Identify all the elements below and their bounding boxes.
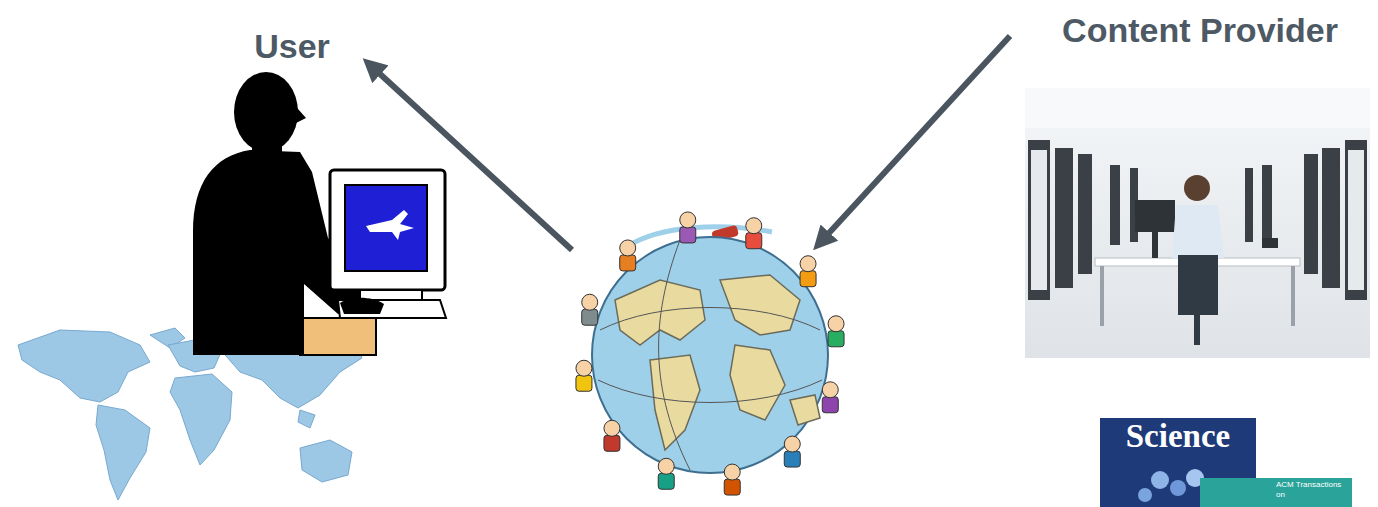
child-figure	[746, 218, 762, 249]
journal-title: Science	[1100, 420, 1256, 453]
child-figure	[828, 316, 844, 347]
user-illustration	[193, 72, 446, 355]
child-figure	[576, 360, 592, 391]
illustration-heading: Content Provider	[1026, 10, 1374, 60]
child-figure	[680, 212, 696, 243]
server-room-photo	[1025, 88, 1370, 358]
child-figure	[822, 382, 838, 413]
journal-title: ACM Transactions on	[1276, 480, 1350, 499]
illustration-heading: User	[236, 26, 348, 76]
child-figure	[582, 294, 598, 325]
child-figure	[800, 256, 816, 287]
child-figure	[658, 458, 674, 489]
heading-text: Content Provider	[1026, 10, 1374, 51]
child-figure	[620, 240, 636, 271]
journal-covers	[1100, 418, 1352, 507]
internet-globe	[592, 225, 828, 473]
child-figure	[604, 420, 620, 451]
children-ring	[576, 212, 844, 495]
leader-arrows	[368, 36, 1010, 250]
heading-text: User	[236, 26, 348, 67]
child-figure	[724, 464, 740, 495]
child-figure	[784, 436, 800, 467]
